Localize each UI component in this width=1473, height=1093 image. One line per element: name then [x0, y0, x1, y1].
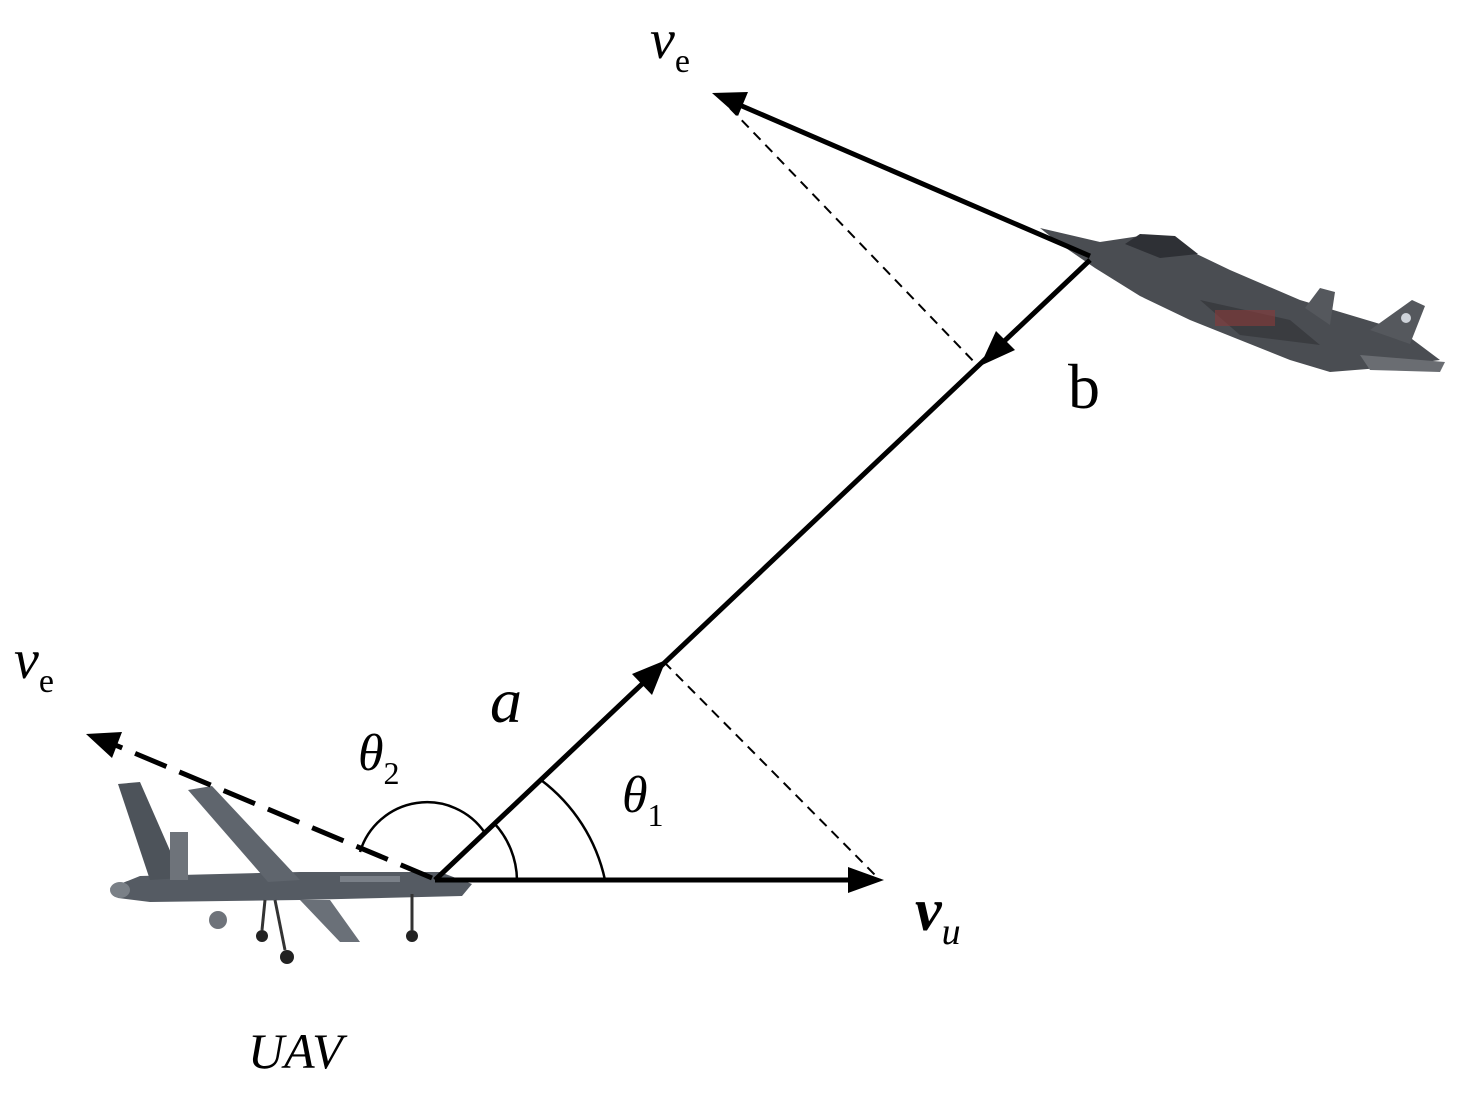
vector-ve-top-arrowhead	[712, 92, 748, 116]
fighter-jet-icon	[1040, 228, 1445, 372]
vector-vu-arrowhead	[848, 867, 884, 893]
label-ve-left: ve	[14, 629, 54, 700]
label-theta1-sub: 1	[648, 797, 664, 833]
vector-a-line	[433, 258, 1092, 882]
projection-dashed-top	[729, 107, 979, 367]
label-ve-top-main: v	[650, 9, 675, 71]
label-theta2: θ2	[358, 725, 400, 791]
label-theta1-main: θ	[622, 767, 648, 824]
label-vu-sub: u	[942, 911, 961, 953]
label-uav: UAV	[248, 1023, 348, 1079]
label-theta2-main: θ	[358, 725, 384, 782]
vector-a-arrowhead	[632, 660, 666, 695]
theta2-arc	[358, 800, 487, 853]
label-theta1: θ1	[622, 767, 664, 833]
label-a: a	[490, 665, 522, 736]
vector-ve-top	[727, 97, 1091, 259]
vector-ve-left-arrowhead	[86, 732, 122, 758]
uav-drone-icon	[110, 782, 472, 964]
label-ve-left-main: v	[14, 629, 39, 691]
theta1-arc	[493, 822, 519, 881]
theta1-arc-outer	[540, 779, 607, 881]
projection-dashed-bottom	[663, 661, 881, 881]
vector-b-arrowhead	[980, 331, 1015, 366]
vector-ve-left	[107, 739, 433, 881]
label-vu: vu	[915, 877, 961, 953]
label-ve-top: ve	[650, 9, 690, 80]
label-ve-left-sub: e	[39, 663, 54, 700]
label-b: b	[1068, 351, 1100, 422]
label-vu-main: v	[915, 877, 943, 943]
label-theta2-sub: 2	[384, 755, 400, 791]
label-ve-top-sub: e	[675, 43, 690, 80]
